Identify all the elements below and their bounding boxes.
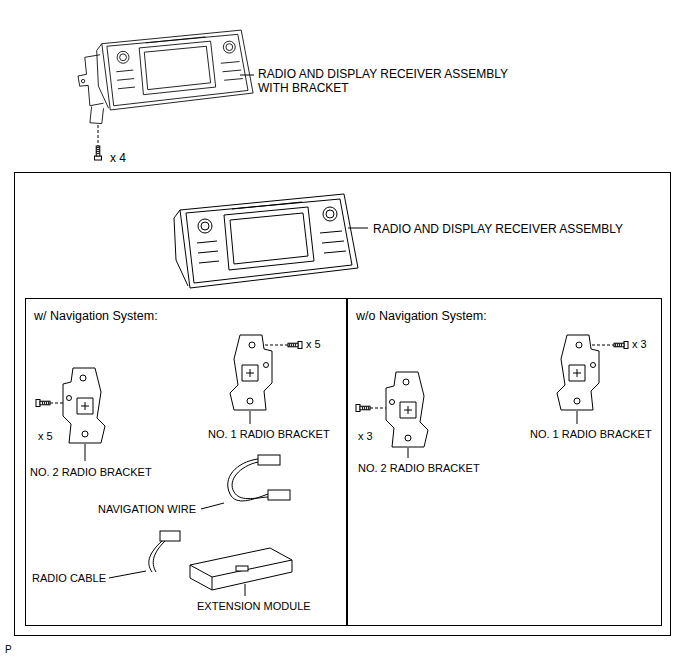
part-name: NO. 1 RADIO BRACKET <box>208 428 330 441</box>
panel-heading: w/ Navigation System: <box>34 309 158 323</box>
part-name: NO. 2 RADIO BRACKET <box>358 462 480 475</box>
part-name: NO. 1 RADIO BRACKET <box>530 428 652 441</box>
quantity: x 3 <box>632 338 647 351</box>
part-name: NAVIGATION WIRE <box>98 503 196 516</box>
part-name: NO. 2 RADIO BRACKET <box>30 466 152 479</box>
part-name: RADIO CABLE <box>32 572 106 585</box>
quantity: x 5 <box>38 430 53 443</box>
quantity: x 5 <box>306 338 321 351</box>
part-name: RADIO AND DISPLAY RECEIVER ASSEMBLY <box>373 223 623 237</box>
figure-code: P <box>5 644 12 656</box>
quantity: x 4 <box>110 152 126 166</box>
parts-frame: RADIO AND DISPLAY RECEIVER ASSEMBLY w/ Na… <box>14 172 671 636</box>
panel-heading: w/o Navigation System: <box>356 309 487 323</box>
part-name: RADIO AND DISPLAY RECEIVER ASSEMBLY WITH… <box>258 68 528 96</box>
quantity: x 3 <box>358 430 373 443</box>
part-name: EXTENSION MODULE <box>197 600 311 613</box>
